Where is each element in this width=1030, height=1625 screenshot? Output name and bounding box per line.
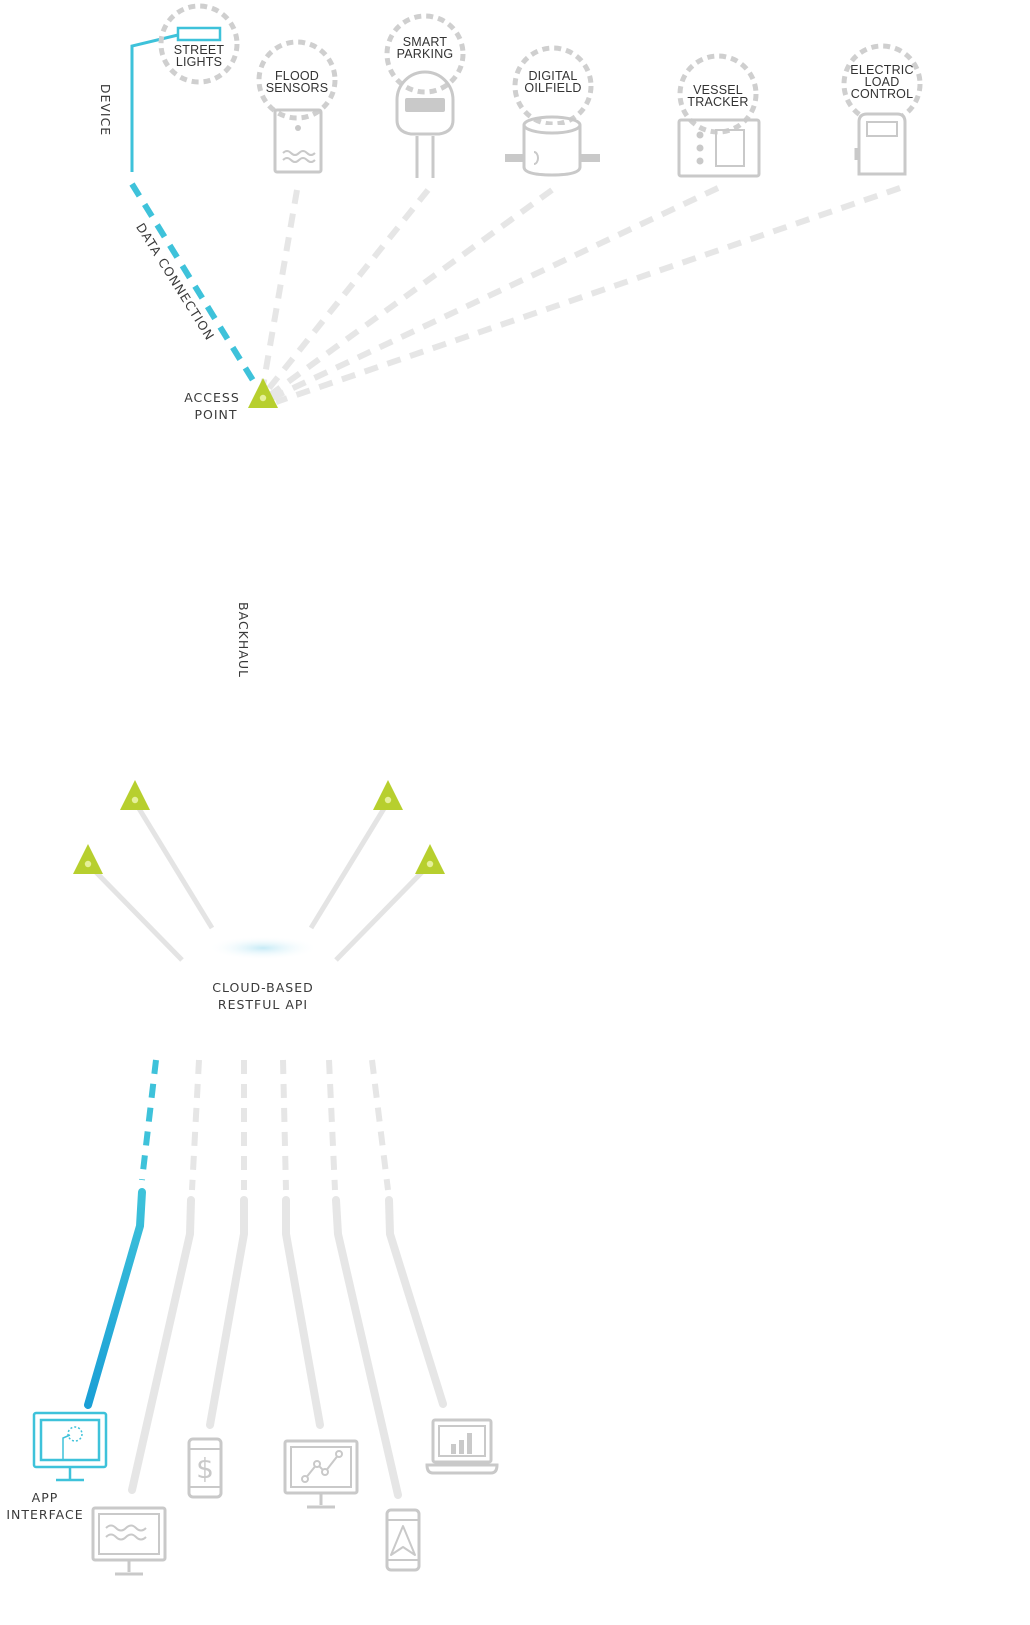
access-point-label-1: ACCESS — [184, 390, 240, 405]
flood-sensors-label-1: FLOOD — [275, 69, 319, 83]
flood-sensor-icon — [273, 108, 323, 174]
client-link-solid — [385, 1196, 447, 1408]
smart-parking-label-1: SMART — [403, 35, 448, 49]
device-electric-load-control: ELECTRIC LOAD CONTROL — [841, 43, 923, 176]
connection-vessel-tracker — [270, 185, 720, 401]
vessel-tracker-ring — [677, 53, 759, 135]
client-link-solid — [128, 1196, 195, 1494]
connection-digital-oilfield — [268, 187, 554, 398]
electric-load-label-3: CONTROL — [851, 87, 914, 101]
api-glow — [208, 936, 318, 960]
device-flood-sensors: FLOOD SENSORS — [256, 39, 338, 174]
parking-meter-icon — [395, 70, 455, 178]
device-digital-oilfield: DIGITAL OILFIELD — [505, 45, 600, 177]
electric-load-label-2: LOAD — [865, 75, 900, 89]
client-link-dash — [369, 1059, 391, 1191]
vessel-tracker-icon — [677, 118, 761, 178]
client-connections — [84, 1059, 447, 1499]
street-lights-label-2: LIGHTS — [176, 55, 222, 69]
digital-oilfield-label-1: DIGITAL — [528, 69, 577, 83]
device-connections — [129, 182, 901, 405]
device-label: DEVICE — [98, 84, 113, 136]
laptop-bar-chart-icon — [425, 1418, 499, 1475]
ap-link-4 — [334, 862, 432, 962]
client-link-dash — [189, 1059, 202, 1191]
monitor-chart-icon — [283, 1439, 359, 1509]
flood-sensors-ring — [256, 39, 338, 121]
connection-electric-load — [275, 185, 901, 405]
street-light-lamp — [176, 26, 222, 42]
data-connection-line — [129, 182, 257, 384]
vessel-tracker-label-1: VESSEL — [693, 83, 743, 97]
digital-oilfield-ring — [512, 45, 594, 127]
app-link-solid — [84, 1188, 146, 1409]
oil-tank-icon — [505, 115, 600, 177]
data-connection-label: DATA CONNECTION — [133, 220, 218, 343]
monitor-wave-icon — [91, 1506, 167, 1576]
ap-link-2 — [132, 800, 215, 930]
client-link-dash — [280, 1059, 289, 1191]
flood-sensors-label-2: SENSORS — [266, 81, 329, 95]
phone-dollar-icon: $ — [187, 1437, 223, 1499]
street-lights-ring — [158, 3, 240, 85]
client-link-solid — [332, 1196, 402, 1499]
backhaul-label: BACKHAUL — [236, 602, 251, 678]
access-point-icon — [415, 844, 445, 874]
app-label-1: APP — [32, 1490, 59, 1505]
api-label-1: CLOUD-BASED — [212, 980, 314, 995]
client-link-dash — [326, 1059, 338, 1191]
device-street-lights: STREET LIGHTS — [158, 3, 240, 85]
electric-load-ring — [841, 43, 923, 125]
electric-load-label-1: ELECTRIC — [850, 63, 913, 77]
load-control-icon — [854, 112, 907, 176]
smart-parking-label-2: PARKING — [397, 47, 454, 61]
ap-link-3 — [308, 800, 391, 930]
monitor-app-icon — [32, 1411, 108, 1482]
device-vessel-tracker: VESSEL TRACKER — [677, 53, 761, 178]
connection-flood-sensors — [259, 189, 300, 393]
connection-smart-parking — [263, 188, 431, 394]
smart-parking-ring — [384, 13, 466, 95]
ap-link-1 — [86, 862, 184, 962]
access-point-main — [248, 378, 278, 408]
street-lights-label-1: STREET — [174, 43, 225, 57]
api-label-2: RESTFUL API — [218, 997, 308, 1012]
vessel-tracker-label-2: TRACKER — [687, 95, 748, 109]
access-point-icon — [73, 844, 103, 874]
access-point-icon — [120, 780, 150, 810]
device-smart-parking: SMART PARKING — [384, 13, 466, 178]
app-link-dash — [139, 1059, 159, 1181]
phone-navigation-icon — [385, 1508, 421, 1572]
app-label-2: INTERFACE — [6, 1507, 83, 1522]
access-point-icon — [373, 780, 403, 810]
other-access-points — [73, 780, 445, 962]
access-point-label-2: POINT — [194, 407, 237, 422]
digital-oilfield-label-2: OILFIELD — [524, 81, 581, 95]
street-light-pole — [130, 33, 179, 172]
client-link-solid — [282, 1196, 324, 1429]
access-point-icon — [248, 378, 278, 408]
client-link-solid — [206, 1196, 248, 1429]
svg-text:$: $ — [196, 1452, 214, 1485]
